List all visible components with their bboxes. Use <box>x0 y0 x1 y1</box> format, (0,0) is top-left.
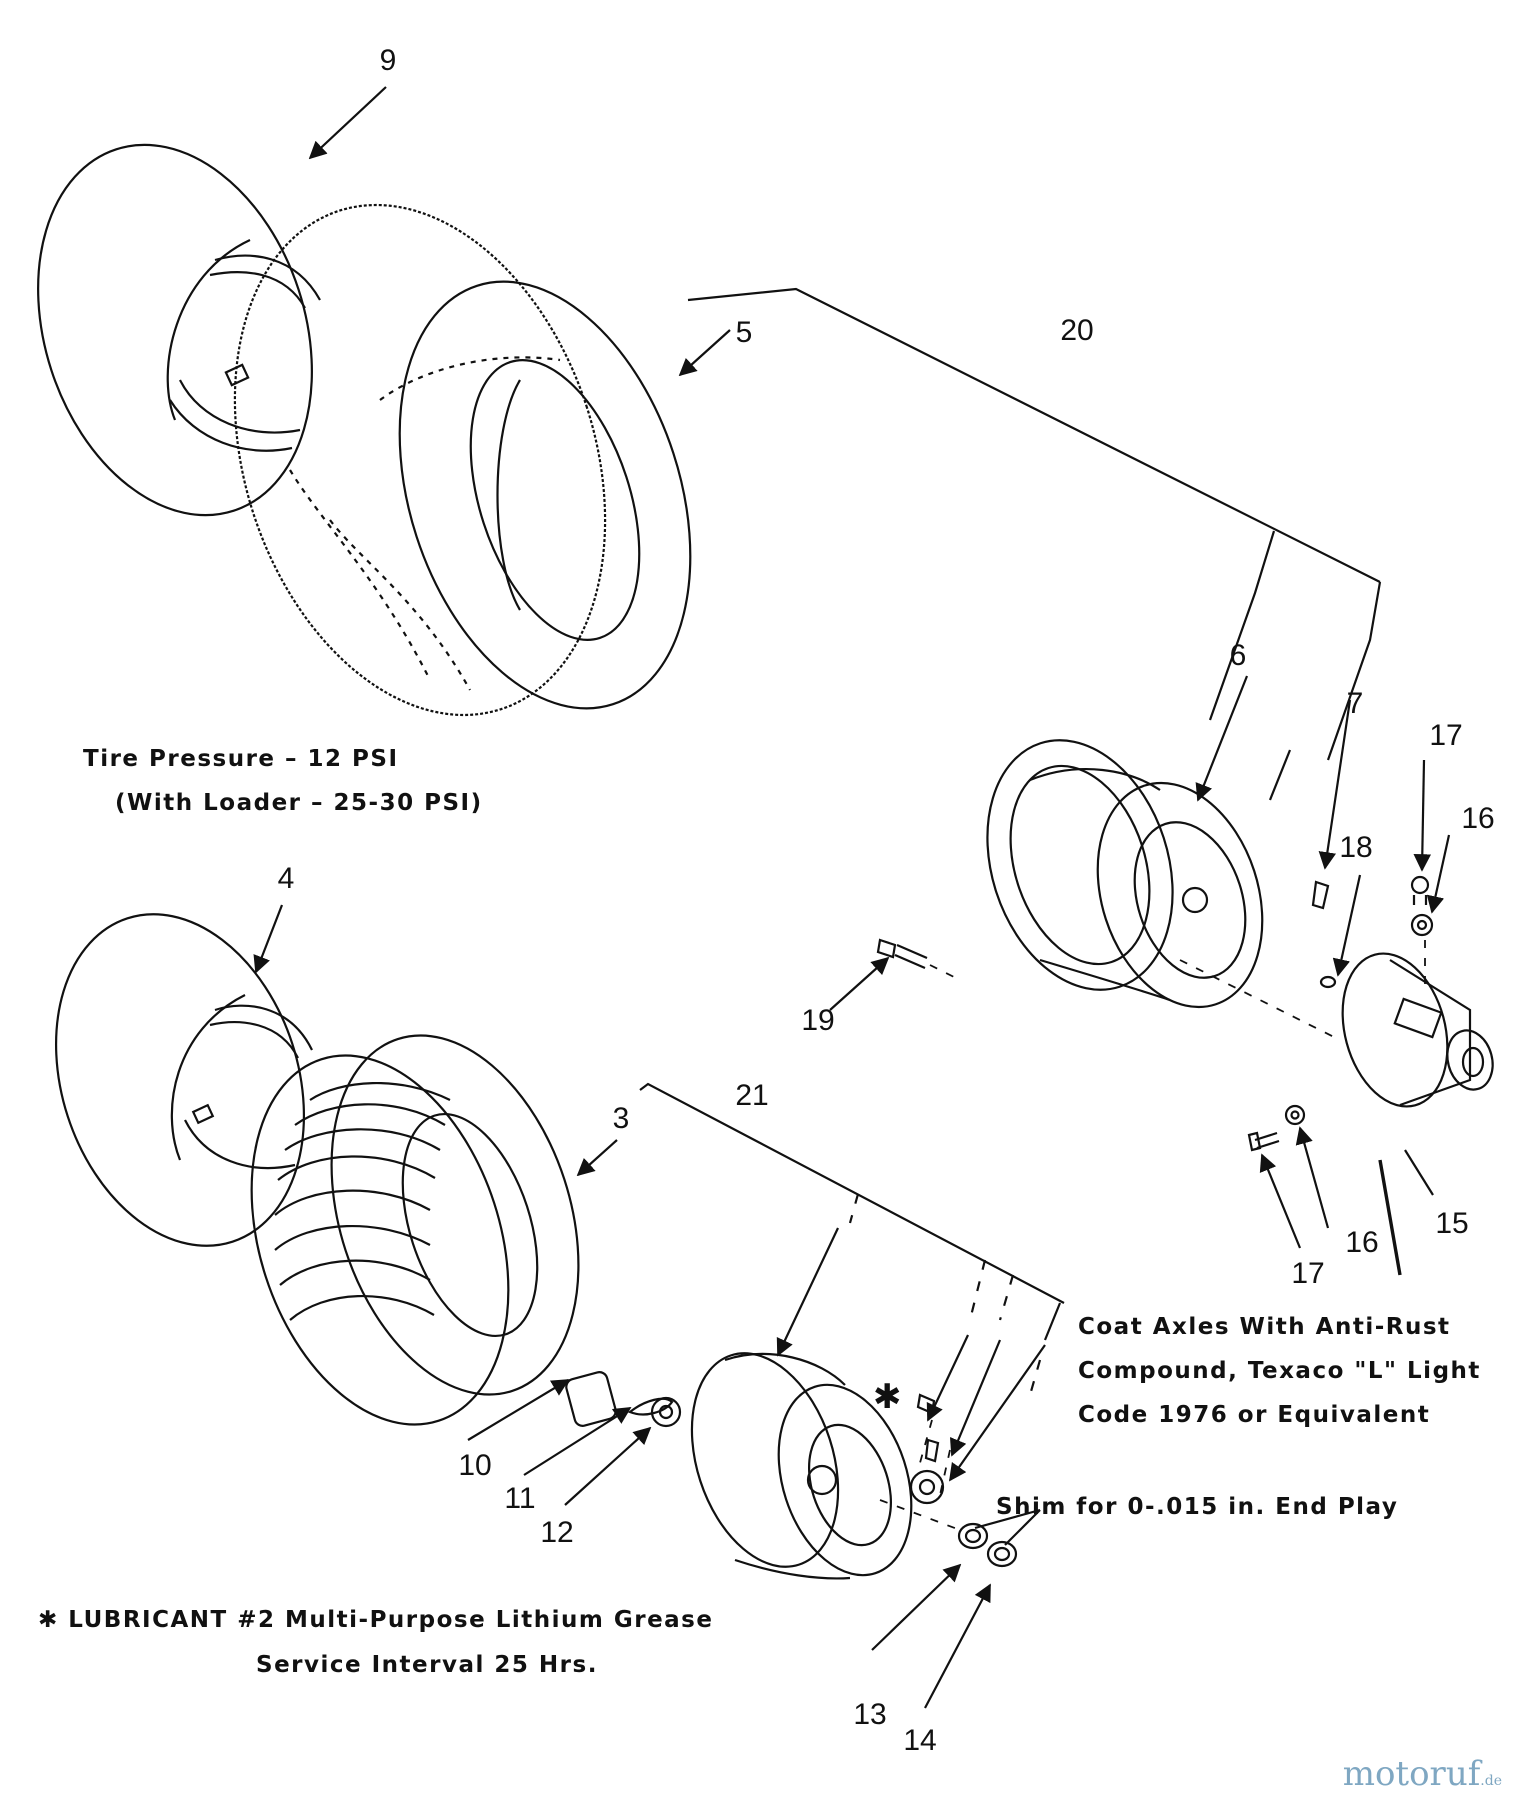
callout-3: 3 <box>613 1102 630 1135</box>
callout-16-bottom: 16 <box>1345 1226 1378 1259</box>
lubricant-note-line1: ✱ LUBRICANT #2 Multi-Purpose Lithium Gre… <box>38 1607 714 1633</box>
assembly-lines <box>879 940 1426 1531</box>
tire-pressure-note: Tire Pressure – 12 PSI <box>83 746 399 772</box>
tire-lower <box>250 1034 580 1426</box>
callout-11: 11 <box>504 1482 535 1515</box>
bracket-21 <box>639 1082 1065 1396</box>
watermark-suffix: .de <box>1480 1773 1502 1789</box>
callout-21: 21 <box>735 1079 768 1112</box>
callout-16-top: 16 <box>1461 802 1494 835</box>
callout-20: 20 <box>1060 314 1093 347</box>
callout-17-top: 17 <box>1429 719 1462 752</box>
shim-note: Shim for 0-.015 in. End Play <box>996 1494 1399 1520</box>
callout-4: 4 <box>278 862 295 895</box>
watermark-logo: motoruf.de <box>1343 1754 1502 1794</box>
loader-pressure-note: (With Loader – 25-30 PSI) <box>115 790 483 816</box>
tire-upper <box>233 203 692 717</box>
inner-tube-upper <box>37 143 321 517</box>
watermark-text: motoruf <box>1342 1754 1481 1794</box>
callout-12: 12 <box>540 1516 573 1549</box>
callout-15: 15 <box>1435 1207 1468 1240</box>
callout-13: 13 <box>853 1698 886 1731</box>
callout-18: 18 <box>1339 831 1372 864</box>
coat-axles-note-line3: Code 1976 or Equivalent <box>1078 1402 1431 1428</box>
callout-5: 5 <box>736 316 753 349</box>
callout-9: 9 <box>380 44 397 77</box>
coat-axles-note-line2: Compound, Texaco "L" Light <box>1078 1358 1481 1384</box>
callout-17-bottom: 17 <box>1291 1257 1324 1290</box>
callout-7: 7 <box>1347 687 1364 720</box>
inner-tube-lower <box>54 913 313 1247</box>
callout-6: 6 <box>1230 639 1247 672</box>
small-parts <box>565 875 1434 1568</box>
callout-numbers: 9 5 20 6 7 17 16 18 4 19 21 3 15 16 17 1… <box>278 44 1495 1757</box>
hub-assembly <box>1341 952 1494 1108</box>
bracket-20 <box>687 287 1382 761</box>
coat-axles-note-line1: Coat Axles With Anti-Rust <box>1078 1314 1451 1340</box>
callout-10: 10 <box>458 1449 491 1482</box>
asterisk-marker: ✱ <box>873 1377 903 1417</box>
callout-19: 19 <box>801 1004 834 1037</box>
wheel-rim-upper <box>986 739 1264 1009</box>
callout-14: 14 <box>903 1724 936 1757</box>
leader-arrows <box>253 86 1451 1709</box>
lubricant-note-line2: Service Interval 25 Hrs. <box>256 1652 598 1678</box>
wheel-rim-lower <box>690 1352 913 1580</box>
